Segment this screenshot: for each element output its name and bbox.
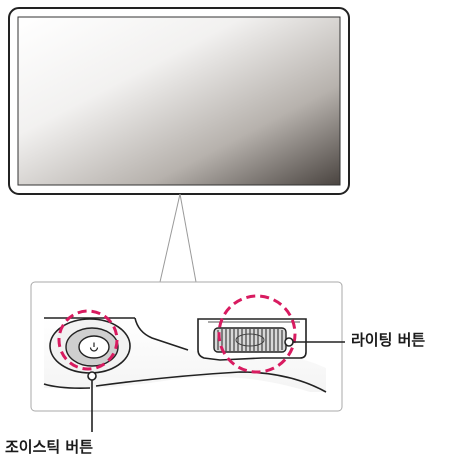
rotation-button-label: 라이팅 버튼 [351,331,426,349]
rotation-wheel [213,327,287,353]
leader-rotation [284,337,345,347]
monitor [8,7,350,195]
power-icon [89,342,99,352]
joystick-button-label: 조이스틱 버튼 [5,438,94,456]
zoom-callout-lines [159,193,197,283]
detail-panel [30,281,345,432]
monitor-screen [17,16,341,186]
joystick-highlight-circle [57,309,119,371]
rotation-highlight-circle [217,294,297,374]
leader-joystick [87,371,97,432]
